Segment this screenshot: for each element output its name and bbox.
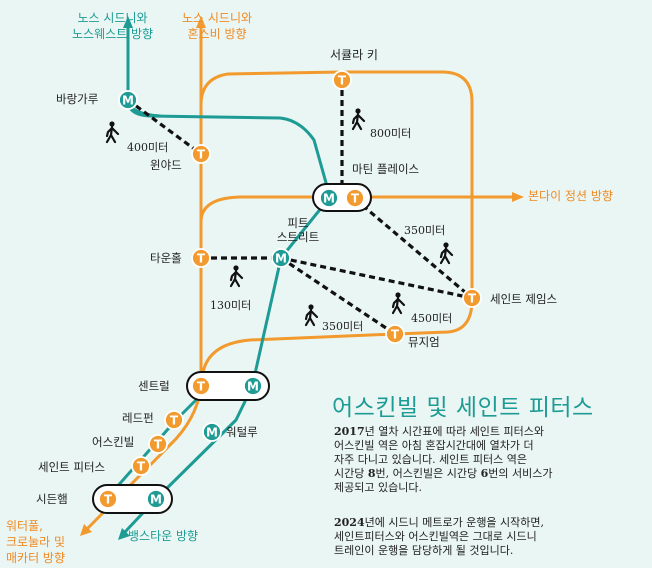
direction-south-bankstown: 뱅스타운 방향 xyxy=(128,529,199,543)
station-label-pitt-street: 피트 스트리트 xyxy=(276,216,320,244)
svg-text:T: T xyxy=(197,380,206,394)
train-t-icon-st-james: T xyxy=(462,288,482,308)
walking-icon xyxy=(439,241,454,265)
station-label-st-peters: 세인트 피터스 xyxy=(38,460,106,474)
svg-text:T: T xyxy=(338,74,347,88)
metro-m-icon-pitt-street: M xyxy=(271,248,291,268)
svg-text:M: M xyxy=(122,94,134,108)
station-label-barangaroo: 바랑가루 xyxy=(56,92,99,106)
svg-text:M: M xyxy=(323,192,335,206)
svg-text:T: T xyxy=(104,493,113,507)
svg-text:M: M xyxy=(275,252,287,266)
train-line-north-hornsby xyxy=(199,70,344,156)
walking-icon xyxy=(304,303,319,327)
svg-text:T: T xyxy=(137,460,146,474)
metro-m-icon-central: M xyxy=(243,376,263,396)
station-label-central: 센트럴 xyxy=(138,379,170,393)
direction-north-hornsby: 노스 시드니와 혼스비 방향 xyxy=(182,11,253,41)
metro-line-central-south xyxy=(123,385,254,534)
train-t-icon-town-hall: T xyxy=(191,248,211,268)
article-title: 어스킨빌 및 세인트 피터스 xyxy=(332,395,594,421)
svg-text:T: T xyxy=(197,148,206,162)
arrow-north-metro xyxy=(123,16,133,28)
metro-m-icon-barangaroo: M xyxy=(118,90,138,110)
station-label-wynyard: 윈야드 xyxy=(150,158,182,172)
distance-martin-st-james: 350미터 xyxy=(404,224,446,237)
distance-circular-quay-martin: 800미터 xyxy=(370,127,412,140)
station-label-martin-place: 마틴 플레이스 xyxy=(352,162,420,176)
walk-barangaroo-wynyard xyxy=(127,98,202,156)
walk-pitt-st-james xyxy=(280,256,473,300)
station-label-waterloo: 워털루 xyxy=(226,425,258,439)
walking-icon xyxy=(351,107,366,131)
station-label-redfern: 레드펀 xyxy=(122,411,154,425)
arrow-east-bondi xyxy=(512,192,524,202)
svg-text:M: M xyxy=(150,493,162,507)
train-t-icon-circular-quay: T xyxy=(332,70,352,90)
train-line-city-loop-east xyxy=(340,70,474,336)
article-paragraph-2: 2024년에 시드니 메트로가 운행을 시작하면,세인트피터스와 어스킨빌역은 … xyxy=(334,516,545,557)
direction-south-west: 워터풀, 크로눌라 및 매카터 방향 xyxy=(6,519,66,565)
train-t-icon-museum: T xyxy=(385,324,405,344)
walking-icon xyxy=(391,291,406,315)
metro-line-pitt-central xyxy=(250,256,283,389)
station-label-erskineville: 어스킨빌 xyxy=(92,435,135,449)
train-t-icon-redfern: T xyxy=(164,410,184,430)
station-label-museum: 뮤지엄 xyxy=(408,335,440,349)
distance-pitt-st-james: 450미터 xyxy=(411,312,453,325)
svg-text:T: T xyxy=(351,192,360,206)
arrow-south-bankstown xyxy=(118,528,130,540)
walk-martin-st-james xyxy=(353,197,474,300)
distance-town-hall-pitt: 130미터 xyxy=(210,299,252,312)
arrow-north-hornsby xyxy=(196,16,206,28)
distance-pitt-museum: 350미터 xyxy=(322,320,364,333)
station-label-st-james: 세인트 제임스 xyxy=(490,292,558,306)
walking-links xyxy=(127,80,474,336)
svg-text:M: M xyxy=(247,380,259,394)
train-t-icon-wynyard: T xyxy=(191,144,211,164)
train-line-inner-west-bend xyxy=(199,195,345,224)
distance-barangaroo-wynyard: 400미터 xyxy=(127,141,169,154)
svg-text:T: T xyxy=(391,328,400,342)
walk-pitt-museum xyxy=(280,256,396,336)
svg-text:T: T xyxy=(154,438,163,452)
metro-m-icon-waterloo: M xyxy=(202,422,222,442)
walking-icon xyxy=(105,120,120,144)
train-t-icon-central: T xyxy=(191,376,211,396)
svg-text:T: T xyxy=(197,252,206,266)
metro-m-icon-martin-place: M xyxy=(319,188,339,208)
direction-north-northwest: 노스 시드니와 노스웨스트 방향 xyxy=(72,11,154,41)
station-label-circular-quay: 서큘라 키 xyxy=(330,48,378,62)
svg-text:T: T xyxy=(170,414,179,428)
metro-m-icon-sydenham: M xyxy=(146,489,166,509)
train-t-icon-martin-place: T xyxy=(345,188,365,208)
train-t-icon-st-peters: T xyxy=(131,456,151,476)
train-t-icon-sydenham: T xyxy=(98,489,118,509)
station-label-sydenham: 시든햄 xyxy=(36,492,68,506)
direction-east-bondi: 본다이 정션 방향 xyxy=(528,189,613,203)
svg-text:M: M xyxy=(206,426,218,440)
walking-icon xyxy=(229,264,244,288)
train-t-icon-erskineville: T xyxy=(148,434,168,454)
svg-text:T: T xyxy=(468,292,477,306)
station-label-town-hall: 타운홀 xyxy=(150,251,182,265)
arrow-south-west xyxy=(80,524,92,536)
